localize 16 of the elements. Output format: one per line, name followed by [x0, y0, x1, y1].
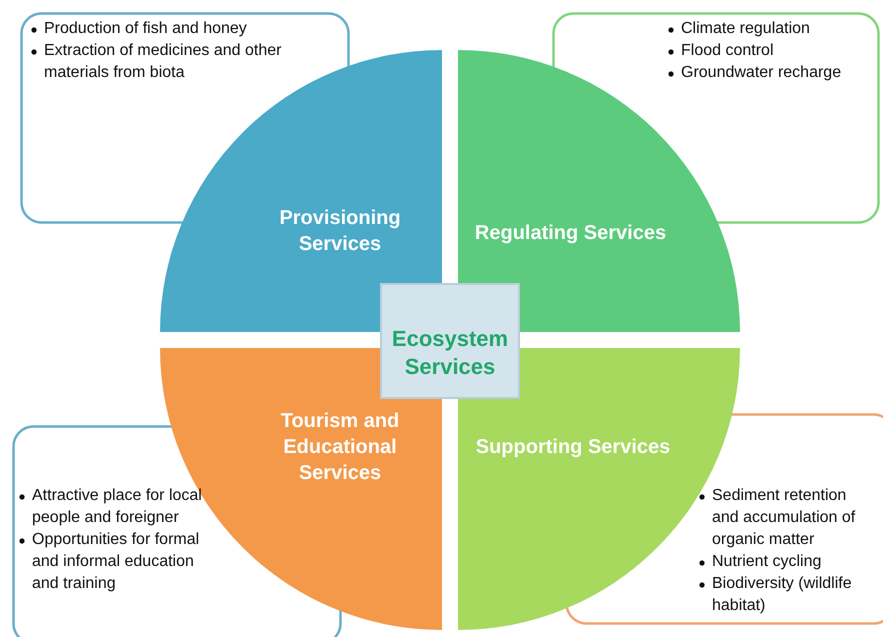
bullet-item: Nutrient cycling	[712, 552, 822, 572]
bullet-item: Production of fish and honey	[44, 19, 248, 39]
bullet-item: Flood control	[681, 41, 774, 61]
bullet-item: Biodiversity (wildlife habitat)	[712, 574, 853, 616]
bullet-item: Opportunities for formal and informal education and training	[32, 530, 200, 594]
bullet-item: Extraction of medicines and other materials from biota	[44, 41, 282, 83]
segment-title: Provisioning Services	[278, 206, 402, 257]
segment-title: Supporting Services	[474, 435, 672, 460]
bullet-item: Groundwater recharge	[681, 63, 842, 83]
bullet-item: Climate regulation	[681, 19, 811, 39]
center-title: Ecosystem Services	[390, 325, 510, 381]
bullet-item: Attractive place for local people and foreigner	[32, 486, 203, 528]
center-label-box	[380, 283, 520, 399]
segment-title: Regulating Services	[474, 221, 668, 246]
bullet-item: Sediment retention and accumulation of organic matter	[712, 486, 856, 550]
segment-title: Tourism and Educational Services	[280, 409, 400, 486]
